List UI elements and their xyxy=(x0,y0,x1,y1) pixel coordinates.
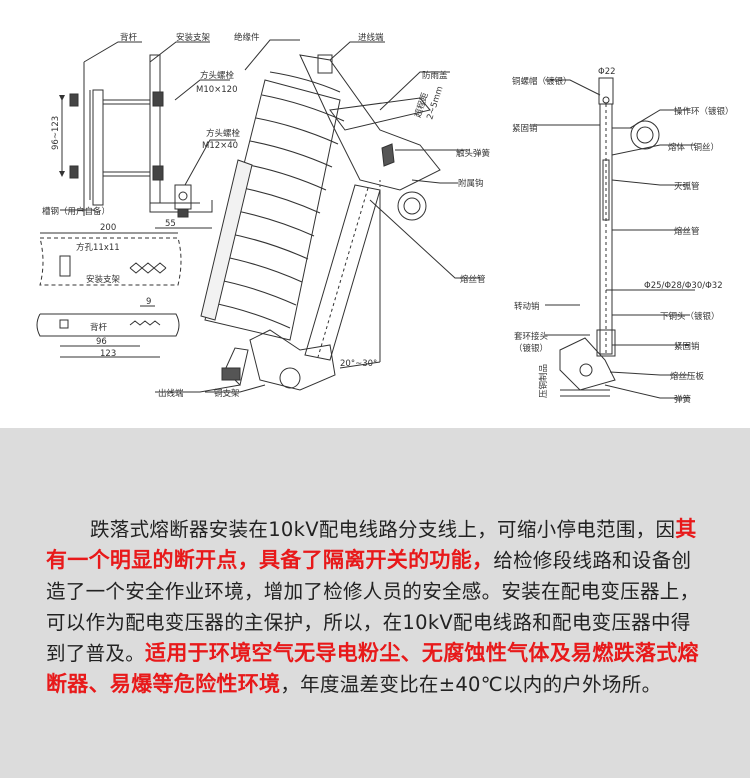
label-tight-pin-1: 紧固销 xyxy=(512,123,538,134)
label-copper-cap: 铜螺帽（镀银） xyxy=(512,76,572,87)
desc-highlight-2: 适用于环境空气无导电粉尘、无腐蚀性气体及易燃跌落式熔断器、易爆等危险性环境 xyxy=(46,640,699,696)
label-square-bolt-2: 方头螺栓 xyxy=(206,128,241,139)
label-square-bolt-2-spec: M12×40 xyxy=(202,141,238,151)
label-angle: 20°~30° xyxy=(340,359,377,369)
mounting-bracket-drawing xyxy=(59,41,236,229)
label-square-bolt-1-spec: M10×120 xyxy=(196,85,238,95)
description-panel: 跌落式熔断器安装在10kV配电线路分支线上，可缩小停电范围，因其有一个明显的断开… xyxy=(0,428,750,778)
label-phi22: Φ22 xyxy=(598,67,616,77)
label-channel-steel: 槽钢（用户自备） xyxy=(42,206,110,217)
label-back-bar-2: 背杆 xyxy=(90,322,108,333)
label-crimp: 压铜制品 xyxy=(538,364,549,398)
desc-segment-1: 跌落式熔断器安装在10kV配电线路分支线上，可缩小停电范围，因 xyxy=(90,517,676,541)
label-sleeve-joint-sub: （镀银） xyxy=(514,343,548,354)
label-mount-bracket-2: 安装支架 xyxy=(86,274,121,285)
label-arc-tube: 灭弧管 xyxy=(674,181,700,192)
label-back-bar: 背杆 xyxy=(120,32,138,43)
label-dim-200: 200 xyxy=(100,223,116,233)
label-tight-pin-2: 紧固销 xyxy=(674,341,700,352)
label-dim-9: 9 xyxy=(146,297,151,307)
label-square-bolt-1: 方头螺栓 xyxy=(200,70,235,81)
label-hook: 附属钩 xyxy=(458,178,484,189)
label-mount-bracket: 安装支架 xyxy=(176,32,211,43)
diagram-labels: 背杆 安装支架 绝缘件 方头螺栓 M10×120 方头螺栓 M12×40 槽钢（… xyxy=(42,32,734,405)
fuse-schematic-svg: 背杆 安装支架 绝缘件 方头螺栓 M10×120 方头螺栓 M12×40 槽钢（… xyxy=(36,32,734,405)
technical-drawing: 背杆 安装支架 绝缘件 方头螺栓 M10×120 方头螺栓 M12×40 槽钢（… xyxy=(36,32,734,405)
desc-segment-2: 给检修段线路和设备创造了一个安全作业环境，增加了检修人员的安全感。安装在配电变压… xyxy=(46,548,700,665)
label-contact-spring: 触头弹簧 xyxy=(456,148,491,159)
label-fuse-tube: 熔丝管 xyxy=(460,274,486,285)
label-pivot-pin: 转动销 xyxy=(514,301,540,312)
label-insulator: 绝缘件 xyxy=(234,32,260,43)
label-fuse-tube-right: 熔丝管 xyxy=(674,226,700,237)
fuse-tube-detail-drawing xyxy=(530,77,695,399)
label-dim-55: 55 xyxy=(165,219,176,229)
label-ring: 操作环（镀银） xyxy=(674,106,734,117)
label-square-hole: 方孔11x11 xyxy=(76,242,120,253)
label-outlet-terminal: 出线端 xyxy=(158,388,184,399)
label-dim-96: 96 xyxy=(96,337,107,347)
description-paragraph: 跌落式熔断器安装在10kV配电线路分支线上，可缩小停电范围，因其有一个明显的断开… xyxy=(46,514,706,700)
label-sleeve-joint: 套环接头 xyxy=(514,331,549,342)
label-dim-123: 123 xyxy=(100,349,116,359)
label-fuse-body: 熔体（铜丝） xyxy=(668,142,719,153)
label-fuse-plate: 熔丝压板 xyxy=(670,371,705,382)
bracket-detail-strips xyxy=(36,232,182,358)
insulator-drawing xyxy=(200,71,345,341)
label-diameters: Φ25/Φ28/Φ30/Φ32 xyxy=(644,281,723,291)
desc-segment-3: ，年度温差变比在±40℃以内的户外场所。 xyxy=(280,672,662,696)
label-spring: 弹簧 xyxy=(674,394,692,405)
label-inlet-terminal: 进线端 xyxy=(358,32,384,43)
label-extra-len-val: 2~5mm xyxy=(425,85,445,121)
label-copper-bracket: 铜支架 xyxy=(214,388,240,399)
desc-highlight-1: 其有一个明显的断开点，具备了隔离开关的功能， xyxy=(46,516,697,572)
label-rain-cover: 防雨盖 xyxy=(422,70,448,81)
fuse-tube-drawing xyxy=(155,39,480,393)
label-lower-copper: 下铜头（镀银） xyxy=(660,311,720,322)
label-dim-96-123: 96~123 xyxy=(51,116,61,150)
